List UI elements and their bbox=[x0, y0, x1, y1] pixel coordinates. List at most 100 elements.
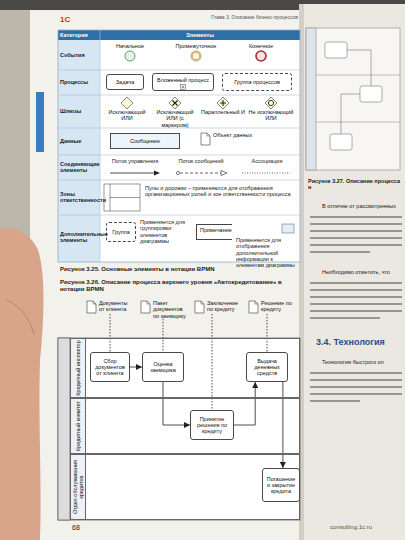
body-text-lines bbox=[310, 216, 402, 402]
data-object: Заключение по кредиту bbox=[194, 300, 242, 314]
figure-flow bbox=[347, 50, 371, 86]
task-label: Задача bbox=[116, 79, 134, 85]
text-line bbox=[310, 251, 370, 253]
marker-plus bbox=[182, 86, 185, 89]
gateway-symbol bbox=[104, 96, 150, 109]
task-box: Оценка заемщика bbox=[142, 352, 184, 382]
figure-task bbox=[360, 86, 382, 102]
gateway-diamond bbox=[217, 97, 229, 109]
gateway-marker bbox=[220, 100, 226, 106]
text-label: События bbox=[60, 52, 100, 58]
gateway-label: Не исключающий ИЛИ bbox=[248, 109, 294, 122]
text-label: 3.4. Технология bbox=[316, 337, 402, 347]
data-object: Решение по кредиту bbox=[248, 300, 294, 314]
gateway-marker bbox=[268, 100, 273, 105]
document-fold bbox=[207, 133, 210, 136]
document-icon bbox=[140, 300, 151, 314]
message-box: Сообщение bbox=[110, 133, 180, 149]
lane-header: Кредитный комитет bbox=[71, 399, 86, 453]
task-box: Сбор документов от клиента bbox=[90, 352, 130, 382]
text-label: В отличие от рассмотренных bbox=[322, 203, 402, 209]
grid-line bbox=[58, 215, 300, 216]
intermediate-event-inner bbox=[192, 53, 200, 61]
start-event bbox=[125, 51, 135, 61]
event-symbol bbox=[106, 49, 154, 62]
document-icon bbox=[194, 300, 205, 314]
grid-line bbox=[58, 128, 300, 129]
data-label: Заключение по кредиту bbox=[207, 300, 242, 313]
text-line bbox=[310, 237, 402, 239]
association-line bbox=[110, 314, 111, 352]
category-column bbox=[58, 40, 100, 262]
text-line bbox=[310, 310, 402, 312]
text-label: Применяется для группировки элементов ди… bbox=[140, 219, 192, 244]
event-symbol bbox=[168, 49, 224, 62]
text-line bbox=[310, 386, 402, 388]
gateway-label: Параллельный И bbox=[200, 109, 246, 115]
document-outline bbox=[195, 301, 204, 313]
text-wrap: Сообщение bbox=[130, 138, 160, 144]
text-wrap: Оценка заемщика bbox=[146, 361, 180, 374]
task-label: Вложенный процесс bbox=[157, 77, 209, 83]
lane-label: Кредитный инспектор bbox=[75, 340, 81, 396]
gateway-node: Не исключающий ИЛИ bbox=[248, 96, 294, 122]
intermediate-event bbox=[191, 51, 201, 61]
document-outline bbox=[141, 301, 150, 313]
task-box: Задача bbox=[106, 74, 144, 90]
text-wrap: Документы от клиента bbox=[97, 300, 130, 313]
text-wrap: Погашение и закрытие кредита bbox=[266, 476, 296, 495]
text-label: Применяется для отображения дополнительн… bbox=[236, 237, 296, 269]
data-object: Пакет документов по заемщику bbox=[140, 300, 190, 319]
table-header bbox=[58, 30, 300, 40]
end-event bbox=[256, 51, 266, 61]
data-object: Документы от клиента bbox=[86, 300, 130, 314]
task-label: Принятие решения по кредиту bbox=[194, 416, 230, 435]
task-label: Выдача денежных средств bbox=[250, 358, 284, 377]
text-line bbox=[310, 282, 402, 284]
lane-label: Отдел обслуживания кредитов bbox=[72, 456, 84, 518]
text-wrap: Объект данных bbox=[211, 132, 252, 138]
event-node: Конечное bbox=[236, 43, 286, 62]
text-line bbox=[310, 379, 402, 381]
hand bbox=[0, 228, 44, 540]
task-box: Выдача денежных средств bbox=[246, 352, 288, 382]
text-label: 1С bbox=[60, 15, 80, 24]
text-line bbox=[310, 223, 402, 225]
document-fold bbox=[255, 301, 258, 304]
annotation-label: Примечание bbox=[200, 227, 230, 233]
marker-box bbox=[181, 85, 186, 90]
gateway-label: Исключающий ИЛИ (с маркером) bbox=[152, 109, 198, 128]
text-line bbox=[310, 230, 402, 232]
text-label: Данные bbox=[60, 138, 100, 144]
lane-line bbox=[110, 197, 140, 198]
event-label: Промежуточное bbox=[168, 43, 224, 49]
text-label: Поток сообщений bbox=[170, 158, 232, 164]
text-label: Поток управления bbox=[106, 158, 164, 164]
pool bbox=[58, 338, 300, 520]
text-line bbox=[310, 400, 360, 402]
text-label: Зоны ответственности bbox=[60, 191, 100, 204]
document-fold bbox=[201, 301, 204, 304]
text-wrap: Принятие решения по кредиту bbox=[194, 416, 230, 435]
table-grid bbox=[58, 30, 300, 262]
text-line bbox=[310, 303, 402, 305]
data-label: Документы от клиента bbox=[99, 300, 130, 313]
text-wrap: Сбор документов от клиента bbox=[94, 358, 126, 377]
event-symbol bbox=[236, 49, 286, 62]
text-label: Дополнительные элементы bbox=[60, 231, 100, 244]
document-icon bbox=[248, 300, 259, 314]
text-label: Ассоциация bbox=[238, 158, 296, 164]
it-system-icon bbox=[282, 224, 294, 233]
event-label: Конечное bbox=[236, 43, 286, 49]
grid-line bbox=[58, 95, 300, 96]
swimlane: Кредитный комитет Принятие решения по кре… bbox=[70, 398, 300, 454]
text-label: Соединяющие элементы bbox=[60, 161, 100, 174]
table-border bbox=[58, 30, 300, 262]
sequence-flow bbox=[282, 382, 283, 468]
document-fold bbox=[93, 301, 96, 304]
text-label: Рисунок 3.25. Основные элементы в нотаци… bbox=[60, 266, 300, 273]
grid-line bbox=[100, 30, 101, 262]
text-label: Процессы bbox=[60, 79, 100, 85]
text-label: Технология быстрого оп bbox=[322, 359, 402, 365]
